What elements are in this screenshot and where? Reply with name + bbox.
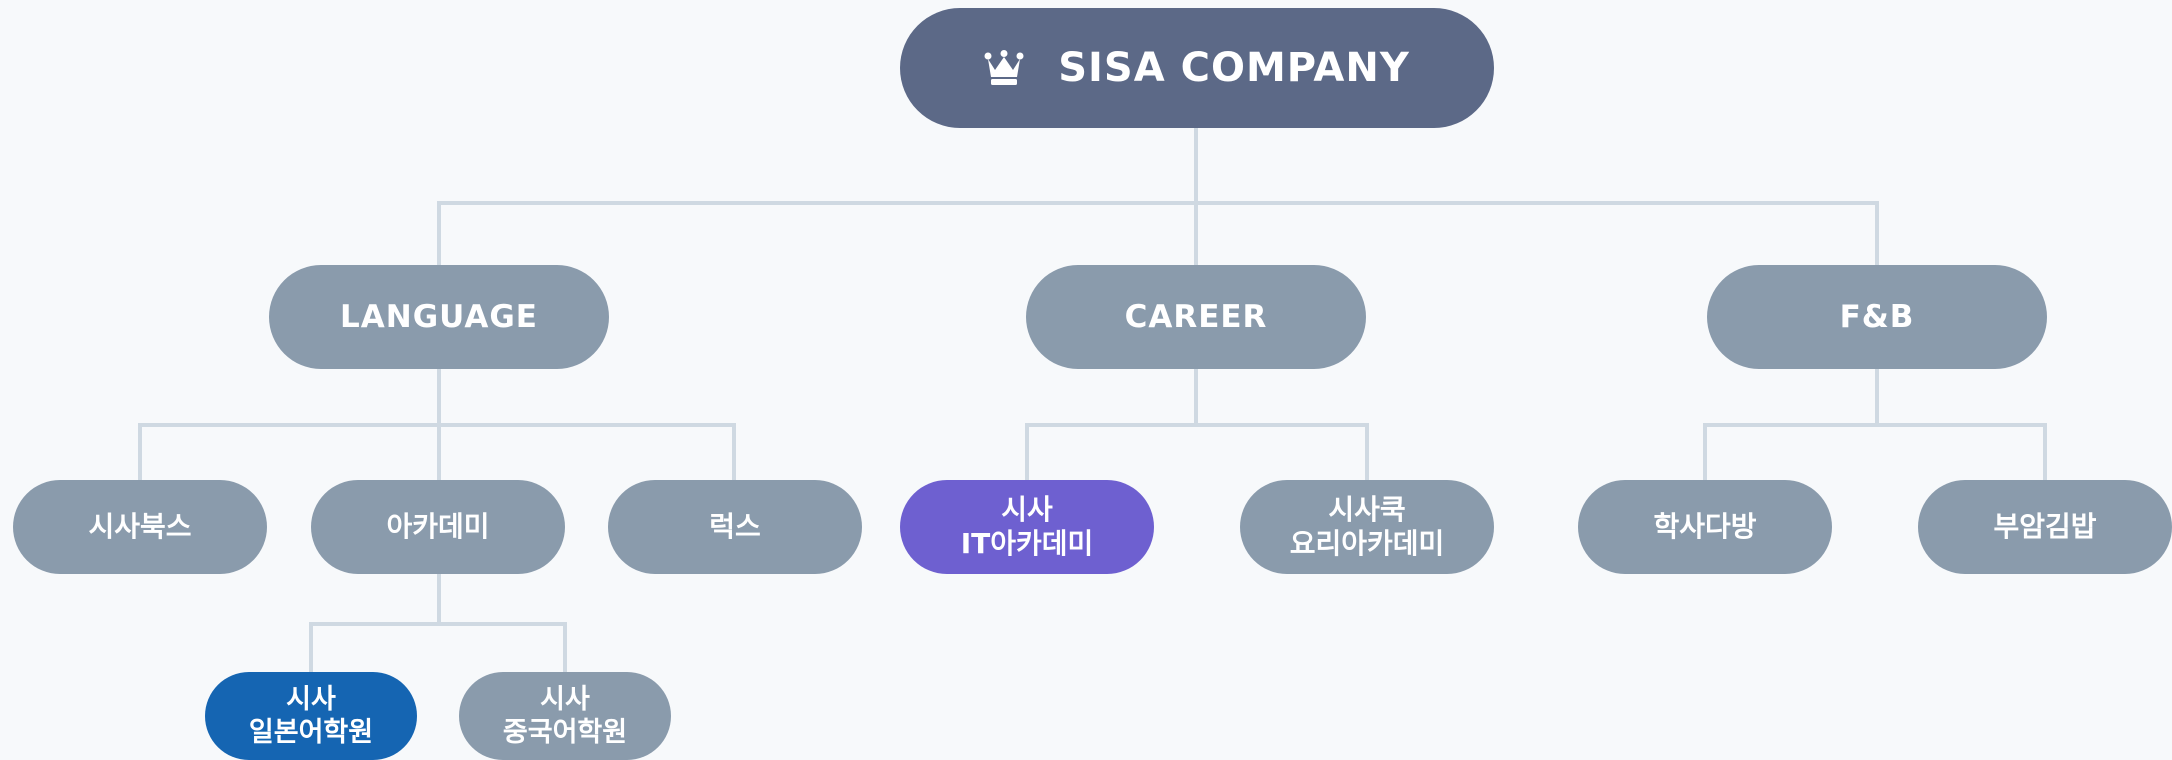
root-node: SISA COMPANY bbox=[900, 8, 1494, 128]
node-label-line1: 시사 bbox=[286, 684, 336, 715]
connector bbox=[1703, 423, 2047, 427]
node-label: 아카데미 bbox=[386, 510, 490, 543]
connector bbox=[437, 201, 441, 265]
node-label-line1: 시사쿡 bbox=[1328, 493, 1406, 526]
node-label-line1: 시사 bbox=[540, 684, 590, 715]
node-japanese-academy: 시사 일본어학원 bbox=[205, 672, 417, 760]
category-label: LANGUAGE bbox=[340, 299, 538, 335]
connector bbox=[309, 622, 567, 626]
node-label-line2: 요리아카데미 bbox=[1289, 527, 1445, 560]
crown-icon bbox=[984, 50, 1024, 85]
node-chinese-academy: 시사 중국어학원 bbox=[459, 672, 671, 760]
category-label: F&B bbox=[1839, 299, 1915, 335]
connector bbox=[437, 574, 441, 624]
connector bbox=[1194, 369, 1198, 425]
connector bbox=[1875, 201, 1879, 265]
node-label-line2: 일본어학원 bbox=[248, 717, 374, 748]
node-lux: 럭스 bbox=[608, 480, 862, 574]
connector bbox=[732, 423, 736, 480]
connector bbox=[1365, 423, 1369, 480]
root-label: SISA COMPANY bbox=[1058, 45, 1410, 91]
node-label-line2: 중국어학원 bbox=[502, 717, 628, 748]
node-buam-gimbap: 부암김밥 bbox=[1918, 480, 2172, 574]
node-label-line2: IT아카데미 bbox=[960, 527, 1094, 560]
connector bbox=[1703, 423, 1707, 480]
connector bbox=[1025, 423, 1369, 427]
node-label: 럭스 bbox=[709, 510, 761, 543]
connector bbox=[563, 622, 567, 672]
connector bbox=[1194, 128, 1198, 205]
node-label: 부암김밥 bbox=[1993, 510, 2097, 543]
connector bbox=[2043, 423, 2047, 480]
node-academy: 아카데미 bbox=[311, 480, 565, 574]
node-label: 시사북스 bbox=[88, 510, 192, 543]
node-cooking-academy: 시사쿡 요리아카데미 bbox=[1240, 480, 1494, 574]
category-fnb: F&B bbox=[1707, 265, 2047, 369]
connector bbox=[437, 201, 1879, 205]
category-label: CAREER bbox=[1124, 299, 1268, 335]
connector bbox=[1875, 369, 1879, 425]
category-language: LANGUAGE bbox=[269, 265, 609, 369]
node-sisa-books: 시사북스 bbox=[13, 480, 267, 574]
connector bbox=[437, 369, 441, 425]
connector bbox=[138, 423, 142, 480]
connector bbox=[1025, 423, 1029, 480]
connector bbox=[437, 423, 441, 480]
node-haksa-dabang: 학사다방 bbox=[1578, 480, 1832, 574]
connector bbox=[1194, 201, 1198, 265]
node-it-academy: 시사 IT아카데미 bbox=[900, 480, 1154, 574]
category-career: CAREER bbox=[1026, 265, 1366, 369]
node-label-line1: 시사 bbox=[1001, 493, 1053, 526]
node-label: 학사다방 bbox=[1653, 510, 1757, 543]
connector bbox=[309, 622, 313, 672]
